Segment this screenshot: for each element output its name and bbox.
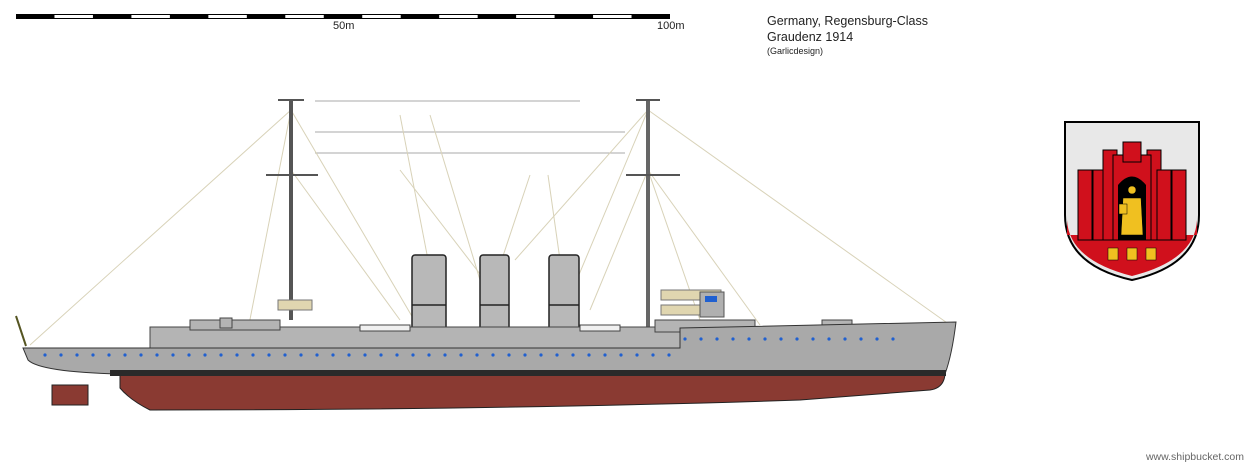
porthole [155,353,159,357]
porthole [859,337,863,341]
porthole [539,353,543,357]
scale-bar-segment [131,15,170,18]
porthole [315,353,319,357]
scale-bar [16,14,670,19]
porthole [203,353,207,357]
porthole [587,353,591,357]
porthole [43,353,47,357]
porthole [427,353,431,357]
ship-country-class: Germany, Regensburg-Class [767,14,928,28]
hull-red-underwater [119,373,946,411]
porthole [507,353,511,357]
porthole [75,353,79,357]
author-credit: (Garlicdesign) [767,46,824,56]
porthole [491,353,495,357]
porthole [411,353,415,357]
porthole [91,353,95,357]
porthole [299,353,303,357]
porthole [843,337,847,341]
porthole [699,337,703,341]
porthole [123,353,127,357]
rudder [51,384,89,406]
porthole [747,337,751,341]
coat-of-arms-graudenz [1064,121,1200,282]
porthole [683,337,687,341]
scale-bar-segment [593,15,632,18]
scale-bar-segment [285,15,324,18]
porthole [667,353,671,357]
porthole [731,337,735,341]
scale-bar-segment [54,15,93,18]
funnels [411,254,580,331]
scale-bar-segment [439,15,478,18]
porthole [651,353,655,357]
scale-label-50m: 50m [333,20,355,32]
porthole [619,353,623,357]
porthole [635,353,639,357]
porthole [795,337,799,341]
porthole [235,353,239,357]
porthole [875,337,879,341]
porthole [139,353,143,357]
porthole [219,353,223,357]
scale-bar-frame [16,14,670,19]
porthole [779,337,783,341]
website-credit: www.shipbucket.com [1145,451,1244,463]
flagstaff [15,315,27,347]
scale-bar-segment [362,15,401,18]
ship-name-year: Graudenz 1914 [767,30,854,44]
boot-topping [110,370,946,376]
porthole [187,353,191,357]
porthole [59,353,63,357]
porthole [555,353,559,357]
porthole [251,353,255,357]
porthole [267,353,271,357]
scale-label-100m: 100m [657,20,685,32]
scale-bar-segment [516,15,555,18]
porthole [475,353,479,357]
fore-mast [626,99,725,330]
porthole [283,353,287,357]
porthole [459,353,463,357]
porthole [715,337,719,341]
porthole [379,353,383,357]
porthole [763,337,767,341]
porthole [443,353,447,357]
ship-profile-drawing [15,99,957,411]
porthole [171,353,175,357]
portholes [43,337,895,357]
main-mast [266,99,318,320]
porthole [811,337,815,341]
porthole [603,353,607,357]
porthole [827,337,831,341]
porthole [107,353,111,357]
porthole [571,353,575,357]
porthole [331,353,335,357]
porthole [523,353,527,357]
porthole [347,353,351,357]
porthole [891,337,895,341]
porthole [395,353,399,357]
scale-bar-segment [208,15,247,18]
porthole [363,353,367,357]
